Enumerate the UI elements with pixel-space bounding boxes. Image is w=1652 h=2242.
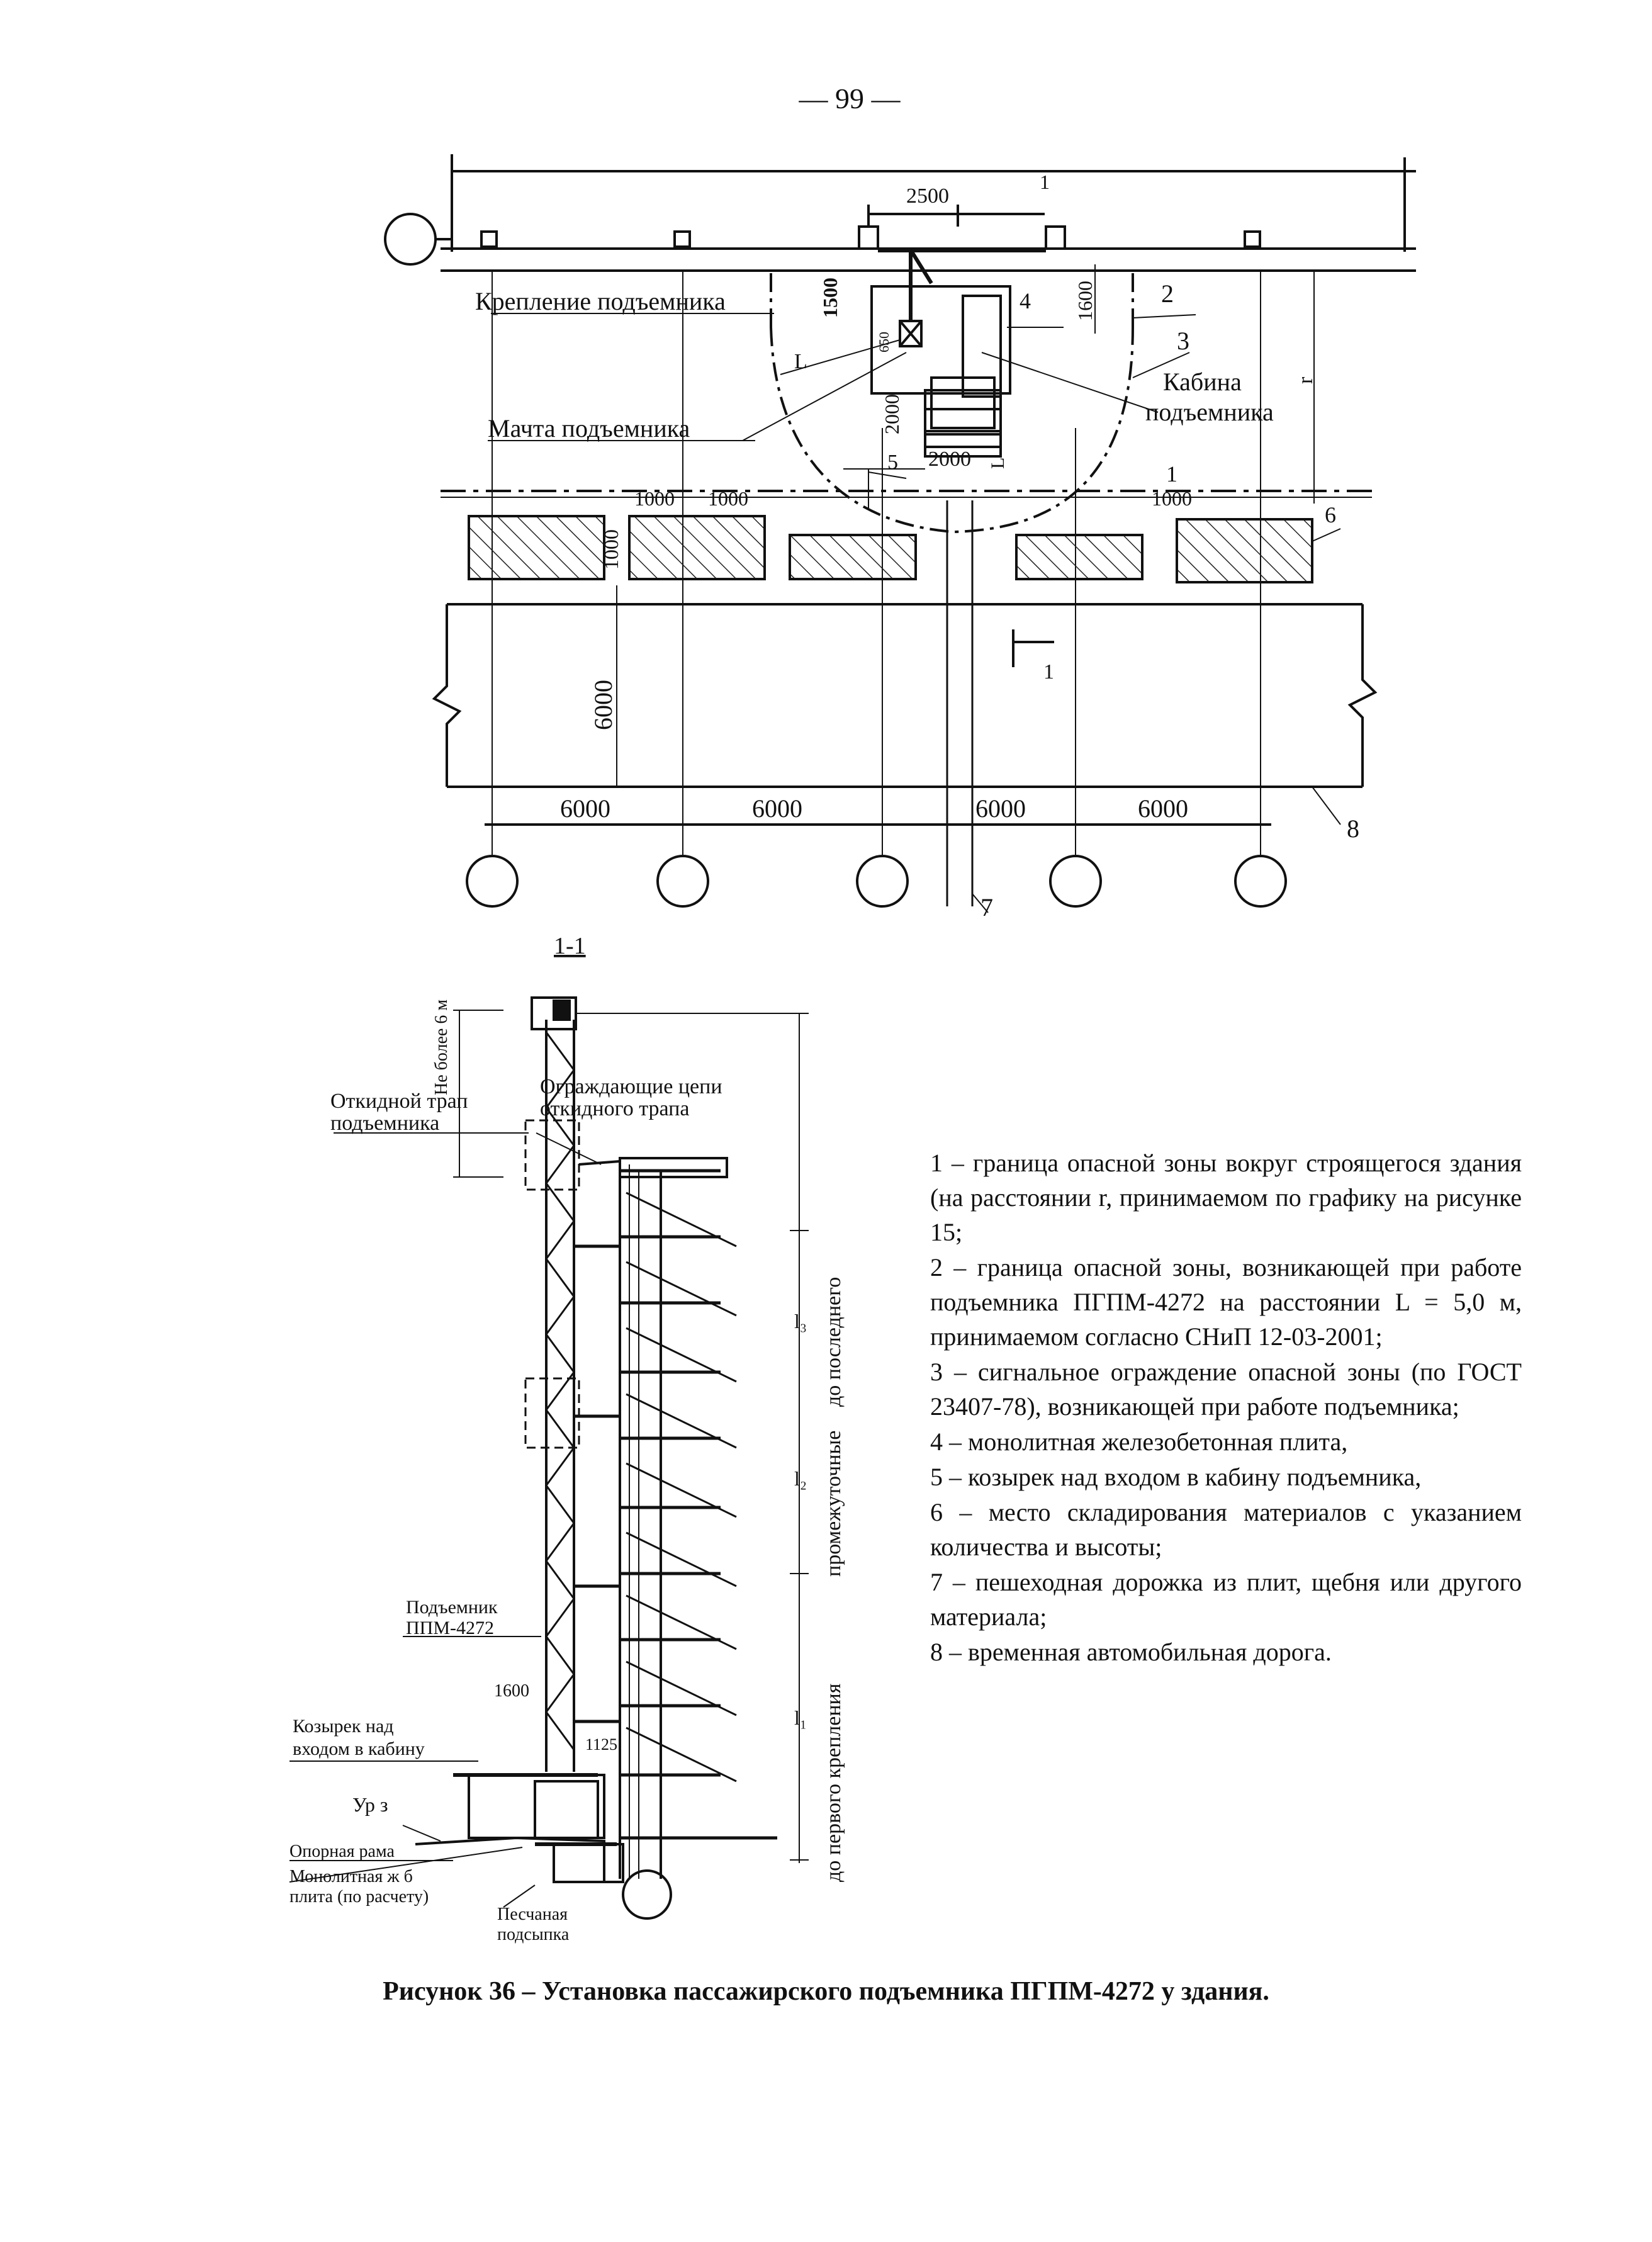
legend-item: 3 – сигнальное ограждение опасной зоны (…: [930, 1358, 1522, 1421]
label-intermediate: промежуточные: [822, 1431, 845, 1577]
section-view: [289, 996, 809, 1920]
label-last-tie: до последнего: [822, 1277, 845, 1407]
dim-1500: 1500: [819, 278, 841, 318]
label-chains-line1: Ограждающие цепи: [540, 1075, 722, 1098]
label-chains-line2: откидного трапа: [540, 1097, 689, 1120]
label-cabin-line2: подъемника: [1145, 398, 1274, 426]
label-slab-line2: плита (по расчету): [289, 1887, 429, 1907]
callout-1: 1: [1166, 461, 1177, 487]
dim-1000-a: 1000: [634, 487, 675, 510]
legend-item: 7 – пешеходная дорожка из плит, щебня ил…: [930, 1568, 1522, 1631]
label-lift-line1: Подъемник: [406, 1597, 498, 1618]
dim-2500: 2500: [906, 184, 949, 208]
label-sand-line1: Песчаная: [497, 1905, 568, 1924]
dim-1125: 1125: [585, 1735, 617, 1754]
label-L-lower: L: [987, 458, 1008, 469]
section-labels: 1-1 Не более 6 м Откидной трап подъемник…: [289, 933, 845, 1944]
dim-2000-horizontal: 2000: [928, 448, 971, 471]
label-l1: l₁: [794, 1706, 807, 1729]
legend-item: 1 – граница опасной зоны вокруг строящег…: [930, 1149, 1522, 1246]
bay-dim-2: 6000: [752, 794, 802, 823]
label-level: Ур з: [352, 1793, 388, 1816]
bay-dim-1: 6000: [560, 794, 610, 823]
label-sand-line2: подсыпка: [497, 1925, 570, 1944]
label-L: L: [794, 350, 807, 373]
dim-1000-d: 1000: [1152, 487, 1192, 510]
dim-6000-vertical: 6000: [589, 680, 617, 730]
callout-5: 5: [887, 451, 898, 474]
label-lift-line2: ППМ-4272: [406, 1618, 494, 1638]
legend-item: 8 – временная автомобильная дорога.: [930, 1638, 1332, 1666]
bay-dim-3: 6000: [975, 794, 1026, 823]
label-l3: l₃: [794, 1310, 807, 1332]
label-lift-mast: Мачта подъемника: [488, 414, 690, 442]
label-slab-line1: Монолитная ж б: [289, 1867, 413, 1886]
label-l2: l₂: [794, 1467, 807, 1490]
label-first-tie: до первого крепления: [822, 1683, 845, 1882]
label-max-6m: Не более 6 м: [432, 1000, 451, 1095]
bay-dim-4: 6000: [1138, 794, 1188, 823]
page-number: — 99 —: [799, 82, 901, 115]
legend-item: 2 – граница опасной зоны, возникающей пр…: [930, 1253, 1522, 1351]
legend-item: 4 – монолитная железобетонная плита,: [930, 1428, 1348, 1456]
callout-3: 3: [1177, 327, 1189, 355]
dim-1000-c: 1000: [600, 529, 622, 570]
label-r: r: [1294, 376, 1317, 384]
plan-labels: 2500 1 1500 650 1600 2000 2000 L L r Кре…: [475, 171, 1359, 921]
dim-1600: 1600: [1074, 281, 1096, 321]
plan-view: [384, 154, 1416, 913]
floor-slabs: [620, 1169, 777, 1840]
dim-1600-section: 1600: [494, 1681, 529, 1701]
label-cabin-line1: Кабина: [1163, 368, 1242, 396]
section-mark-top: 1: [1040, 171, 1050, 193]
dim-1000-b: 1000: [708, 487, 748, 510]
legend: 1 – граница опасной зоны вокруг строящег…: [930, 1146, 1522, 1670]
callout-4: 4: [1020, 288, 1031, 313]
callout-2: 2: [1161, 279, 1174, 308]
callout-7: 7: [981, 893, 993, 921]
dim-2000-vertical: 2000: [880, 394, 903, 434]
label-support-frame: Опорная рама: [289, 1842, 395, 1861]
dim-650: 650: [876, 332, 892, 352]
legend-item: 5 – козырек над входом в кабину подъемни…: [930, 1463, 1422, 1491]
label-ramp-line1: Откидной трап: [330, 1090, 468, 1113]
section-mark-bottom: 1: [1043, 660, 1054, 684]
diagonal-stays: [626, 1191, 737, 1783]
axis-bubble-left: [384, 213, 437, 266]
label-lift-mount: Крепление подъемника: [475, 287, 726, 315]
callout-6: 6: [1325, 502, 1336, 527]
legend-item: 6 – место складирования материалов с ука…: [930, 1498, 1522, 1561]
label-canopy-line2: входом в кабину: [293, 1738, 425, 1759]
section-title: 1-1: [554, 933, 586, 959]
label-canopy-line1: Козырек над: [293, 1716, 394, 1737]
label-ramp-line2: подъемника: [330, 1112, 439, 1135]
callout-8: 8: [1347, 814, 1359, 843]
figure-caption: Рисунок 36 – Установка пассажирского под…: [383, 1977, 1269, 2006]
